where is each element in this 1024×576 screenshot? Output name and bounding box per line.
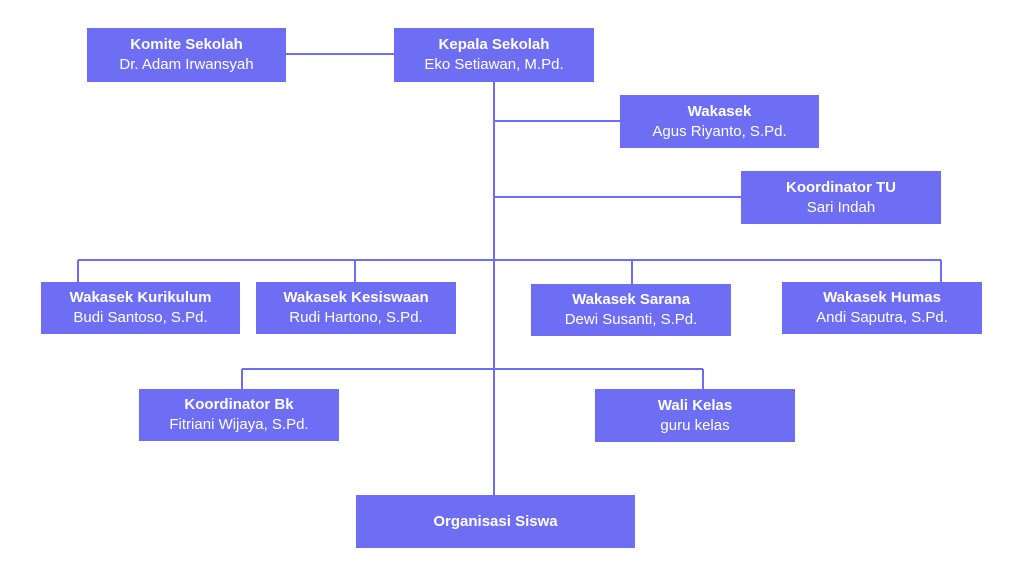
node-name: Fitriani Wijaya, S.Pd. <box>169 416 309 433</box>
node-role: Kepala Sekolah <box>438 36 550 53</box>
node-wakasek-sarana: Wakasek Sarana Dewi Susanti, S.Pd. <box>531 284 731 336</box>
node-wakasek-kurikulum: Wakasek Kurikulum Budi Santoso, S.Pd. <box>41 282 240 334</box>
node-name: Rudi Hartono, S.Pd. <box>289 309 423 326</box>
node-role: Wakasek Sarana <box>572 291 690 308</box>
node-role: Koordinator TU <box>786 178 896 196</box>
node-role: Koordinator Bk <box>184 396 294 413</box>
node-wakasek: Wakasek Agus Riyanto, S.Pd. <box>620 95 819 148</box>
node-name: Agus Riyanto, S.Pd. <box>652 122 787 140</box>
node-komite-sekolah: Komite Sekolah Dr. Adam Irwansyah <box>87 28 286 82</box>
node-role: Wakasek Kesiswaan <box>283 289 429 306</box>
node-role: Wali Kelas <box>657 396 733 414</box>
node-koordinator-bk: Koordinator Bk Fitriani Wijaya, S.Pd. <box>139 389 339 441</box>
node-role: Komite Sekolah <box>130 36 243 53</box>
node-wakasek-humas: Wakasek Humas Andi Saputra, S.Pd. <box>782 282 982 334</box>
node-role: Wakasek Humas <box>823 289 941 306</box>
node-name: Sari Indah <box>806 198 876 216</box>
node-role: Organisasi Siswa <box>433 512 558 530</box>
node-name: Dewi Susanti, S.Pd. <box>564 311 698 328</box>
node-name: Dr. Adam Irwansyah <box>119 56 254 73</box>
node-role: Wakasek <box>687 102 752 120</box>
node-organisasi-siswa: Organisasi Siswa <box>356 495 635 548</box>
node-wali-kelas: Wali Kelas guru kelas <box>595 389 795 442</box>
node-wakasek-kesiswaan: Wakasek Kesiswaan Rudi Hartono, S.Pd. <box>256 282 456 334</box>
node-name: Andi Saputra, S.Pd. <box>816 309 948 326</box>
node-role: Wakasek Kurikulum <box>69 289 212 306</box>
node-koordinator-tu: Koordinator TU Sari Indah <box>741 171 941 224</box>
node-kepala-sekolah: Kepala Sekolah Eko Setiawan, M.Pd. <box>394 28 594 82</box>
node-name: guru kelas <box>660 416 730 434</box>
node-name: Eko Setiawan, M.Pd. <box>424 56 564 73</box>
node-name: Budi Santoso, S.Pd. <box>73 309 208 326</box>
